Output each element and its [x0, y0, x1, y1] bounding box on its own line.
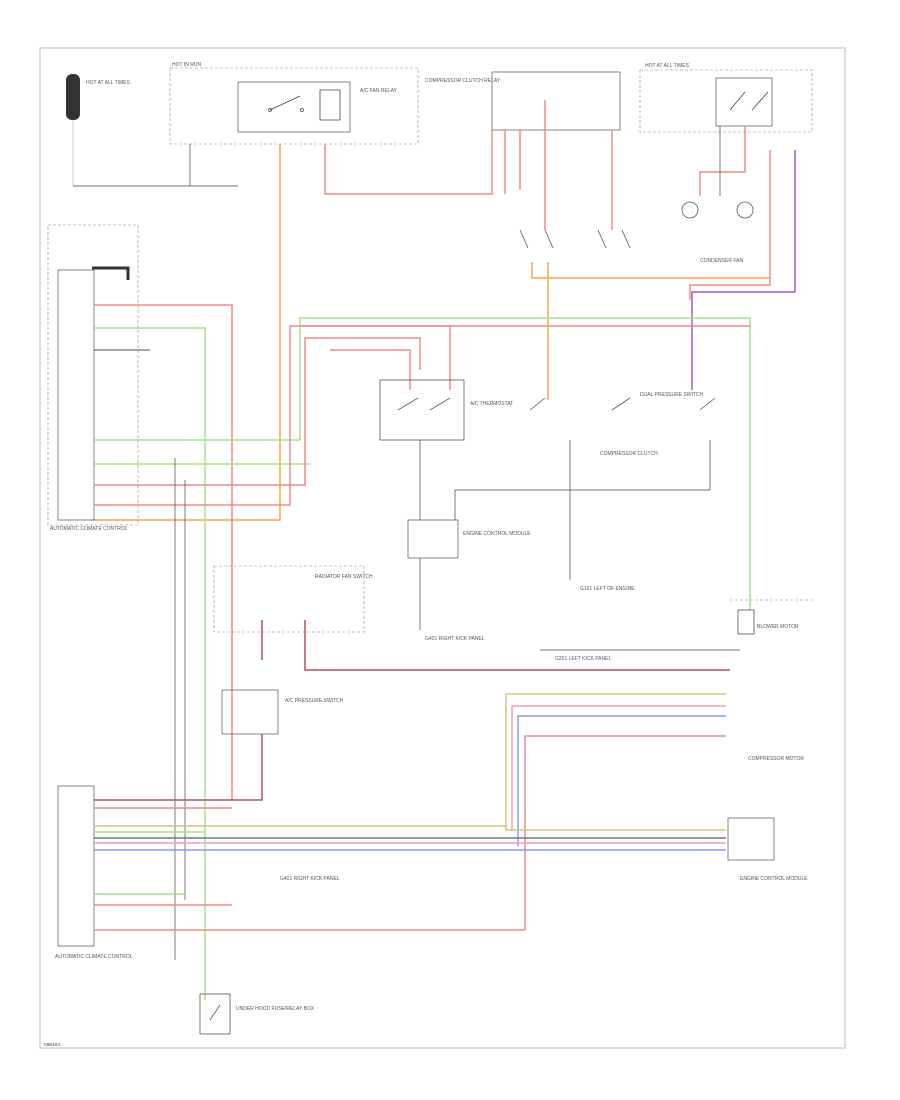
corner-code: G00184 — [44, 1042, 61, 1048]
ground-2-label: G101 LEFT OF ENGINE — [580, 586, 635, 592]
wire-pink-module-3 — [330, 349, 411, 390]
battery-icon — [66, 74, 80, 186]
wire-orange-mid — [92, 144, 281, 521]
pressure-switch-label: A/C PRESSURE SWITCH — [285, 698, 344, 704]
comp-clutch-label: COMPRESSOR CLUTCH — [600, 451, 658, 457]
fuse-box-label: HOT IN RUN — [172, 62, 201, 68]
wire-pink-module-1 — [94, 337, 421, 486]
ground-3-label: G201 LEFT KICK PANEL — [555, 656, 611, 662]
comp-motor-label: COMPRESSOR MOTOR — [748, 756, 804, 762]
fan-motor-icon — [681, 201, 754, 219]
wire-tan-bus — [505, 693, 726, 830]
wire-red-top — [324, 130, 493, 195]
wire-pink-module-2 — [94, 325, 451, 506]
fan-relay-label: A/C FAN RELAY — [360, 88, 398, 94]
thermo-label: A/C THERMOSTAT — [470, 401, 513, 407]
wire-green-module-1 — [94, 327, 206, 1000]
wire-red-bus-2 — [524, 735, 726, 930]
blower-icon — [737, 609, 755, 635]
right-relay-box — [715, 77, 773, 127]
wire-red-module-1 — [94, 304, 233, 800]
wire-darkred-3 — [94, 734, 263, 801]
wire-orange-h1 — [531, 262, 770, 279]
bottom-relay-box — [221, 689, 279, 735]
ecm-label: ENGINE CONTROL MODULE — [463, 531, 531, 537]
wire-blue-bus — [517, 715, 726, 846]
bottom-module-box — [57, 785, 95, 947]
comp-relay-box — [491, 71, 621, 131]
wire-pink-bus-1 — [511, 705, 726, 830]
pressure-label: DUAL PRESSURE SWITCH — [640, 392, 704, 398]
cond-fan-label: CONDENSER FAN — [700, 258, 743, 264]
comp-relay-label: COMPRESSOR CLUTCH RELAY — [425, 78, 501, 84]
wire-red-right — [699, 126, 746, 196]
battery-label: HOT AT ALL TIMES — [86, 80, 131, 86]
connector-icon — [92, 266, 130, 280]
ecm-box — [407, 519, 459, 559]
wire-tan-b — [94, 825, 726, 831]
fan-relay-box — [237, 81, 351, 133]
bottom-module-label: AUTOMATIC CLIMATE CONTROL — [55, 954, 133, 960]
radiator-label: RADIATOR FAN SWITCH — [315, 574, 373, 580]
fuse-box-outline — [169, 67, 419, 145]
fuse-box-right-label: HOT AT ALL TIMES — [645, 63, 690, 69]
ecm-right-label: ENGINE CONTROL MODULE — [740, 876, 808, 882]
right-relay-switch-icon — [729, 91, 769, 111]
relay-row-icon — [519, 229, 631, 249]
wire-green-module-2 — [94, 317, 751, 610]
control-module-label: AUTOMATIC CLIMATE CONTROL — [50, 526, 128, 532]
blower-label: BLOWER MOTOR — [757, 624, 799, 630]
fuse-box-right-outline — [639, 69, 813, 133]
ecm-right-box — [727, 817, 775, 861]
wire-darkred — [304, 620, 730, 671]
ground-4-label: G401 RIGHT KICK PANEL — [280, 876, 340, 882]
bottom-switch-icon — [199, 993, 231, 1035]
relay-switch-icon — [268, 89, 341, 121]
switch-row-icon — [379, 379, 716, 441]
wire-purple-right — [691, 150, 796, 390]
radiator-outline — [213, 565, 365, 633]
ground-1-label: G401 RIGHT KICK PANEL — [425, 636, 485, 642]
mid-wire-2 — [454, 440, 711, 520]
diagram-frame — [39, 47, 846, 1049]
wire-red-right-2 — [689, 150, 771, 300]
control-module-outline — [47, 224, 139, 526]
control-module-box — [57, 269, 95, 521]
bottom-switch-label: UNDER HOOD FUSE/RELAY BOX — [236, 1006, 315, 1012]
